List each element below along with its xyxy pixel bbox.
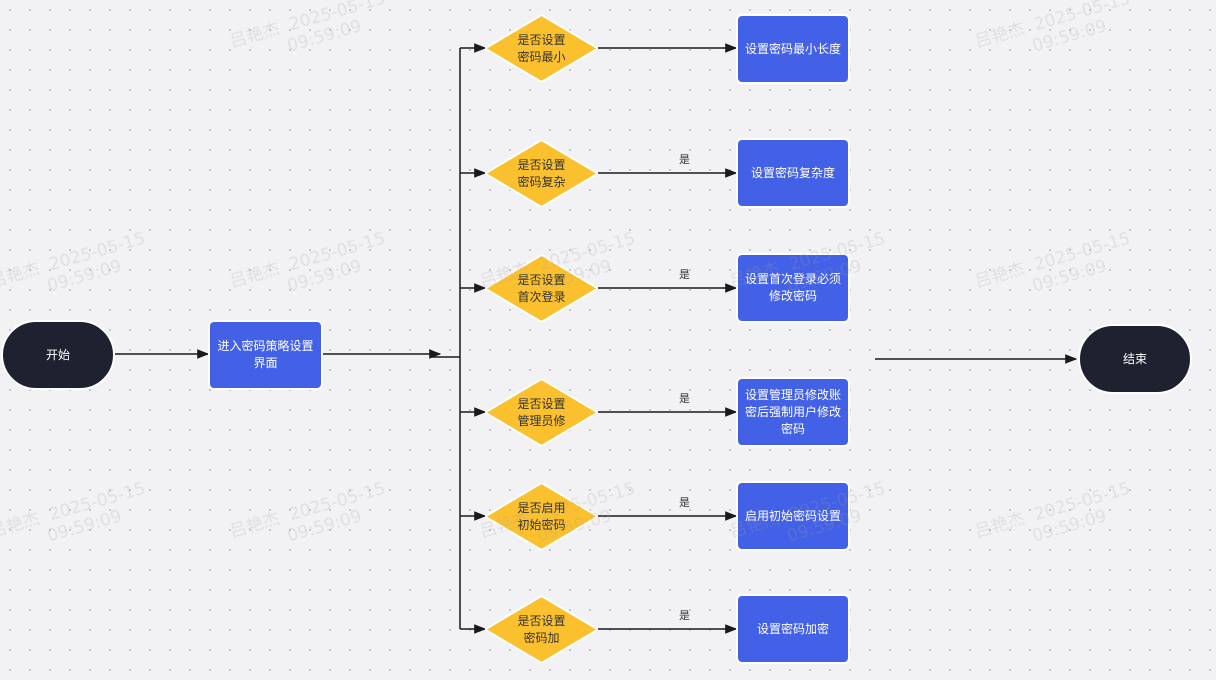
process-complexity[interactable]: 设置密码复杂度 bbox=[736, 138, 850, 208]
decision-label: 是否启用 初始密码 bbox=[517, 500, 566, 532]
decision-label: 是否设置 密码复杂 bbox=[517, 157, 566, 189]
enter-settings-node[interactable]: 进入密码策略设置 界面 bbox=[208, 320, 323, 390]
decision-initial-password[interactable]: 是否启用 初始密码 bbox=[485, 483, 598, 550]
edge-label-yes: 是 bbox=[679, 496, 690, 509]
diamond-shape bbox=[485, 15, 598, 82]
end-node[interactable]: 结束 bbox=[1078, 324, 1192, 394]
process-initial-password[interactable]: 启用初始密码设置 bbox=[736, 481, 850, 551]
decision-first-login[interactable]: 是否设置 首次登录 bbox=[485, 255, 598, 322]
edge-label-yes: 是 bbox=[679, 153, 690, 166]
edge-label-yes: 是 bbox=[679, 268, 690, 281]
process-admin-change[interactable]: 设置管理员修改账 密后强制用户修改 密码 bbox=[736, 377, 850, 447]
process-min-length[interactable]: 设置密码最小长度 bbox=[736, 14, 850, 84]
diamond-shape bbox=[485, 596, 598, 663]
diamond-shape bbox=[485, 140, 598, 207]
edge-label-yes: 是 bbox=[679, 609, 690, 622]
process-encryption[interactable]: 设置密码加密 bbox=[736, 594, 850, 664]
process-first-login[interactable]: 设置首次登录必须 修改密码 bbox=[736, 253, 850, 323]
decision-label: 是否设置 管理员修 bbox=[517, 396, 566, 428]
diamond-shape bbox=[485, 379, 598, 446]
decision-complexity[interactable]: 是否设置 密码复杂 bbox=[485, 140, 598, 207]
edge-label-yes: 是 bbox=[679, 392, 690, 405]
decision-min-length[interactable]: 是否设置 密码最小 bbox=[485, 15, 598, 82]
diamond-shape bbox=[485, 255, 598, 322]
decision-label: 是否设置 首次登录 bbox=[517, 272, 566, 304]
decision-encryption[interactable]: 是否设置 密码加 bbox=[485, 596, 598, 663]
decision-label: 是否设置 密码最小 bbox=[517, 32, 566, 64]
decision-admin-change[interactable]: 是否设置 管理员修 bbox=[485, 379, 598, 446]
start-node[interactable]: 开始 bbox=[1, 320, 115, 390]
decision-label: 是否设置 密码加 bbox=[517, 613, 566, 645]
diamond-shape bbox=[485, 483, 598, 550]
